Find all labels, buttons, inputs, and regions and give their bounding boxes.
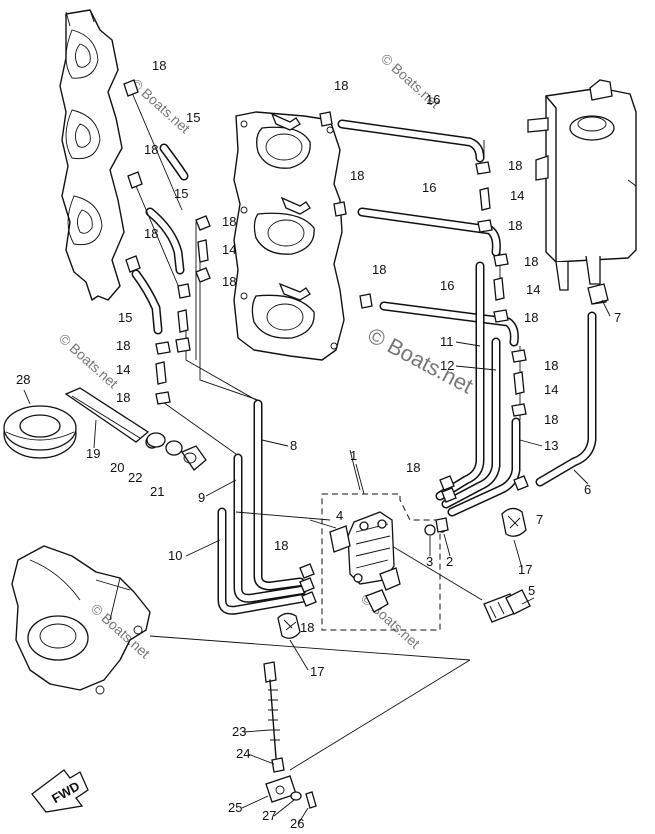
callout-13: 13 <box>544 438 558 453</box>
callout-17-a: 17 <box>310 664 324 679</box>
callout-21: 21 <box>150 484 164 499</box>
fwd-arrow-icon: FWD <box>31 769 89 813</box>
clamps-17 <box>277 507 527 639</box>
nut-24 <box>271 757 285 773</box>
cap-21 <box>181 445 207 471</box>
callout-23: 23 <box>232 724 246 739</box>
callout-18-d: 18 <box>334 78 348 93</box>
watermark-left: © Boats.net <box>56 330 121 391</box>
fuel-pump-assembly <box>347 511 401 613</box>
callout-14-b: 14 <box>116 362 130 377</box>
pin-26 <box>305 791 317 809</box>
callout-18-i: 18 <box>116 338 130 353</box>
callout-18-l: 18 <box>508 218 522 233</box>
callout-18-p: 18 <box>544 412 558 427</box>
callout-10: 10 <box>168 548 182 563</box>
callout-14-a: 14 <box>222 242 236 257</box>
callout-18-e: 18 <box>350 168 364 183</box>
watermark-center: © Boats.net <box>364 322 478 398</box>
callout-20: 20 <box>110 460 124 475</box>
fittings-2-3 <box>424 517 449 536</box>
callout-6: 6 <box>584 482 591 497</box>
gasket-4 <box>329 525 351 553</box>
callout-18-k: 18 <box>508 158 522 173</box>
callout-16-b: 16 <box>422 180 436 195</box>
callout-7-top: 7 <box>614 310 621 325</box>
callout-18-o: 18 <box>544 358 558 373</box>
callout-16-c: 16 <box>440 278 454 293</box>
hoses-8-9-10 <box>217 399 309 615</box>
callout-18-c: 18 <box>144 226 158 241</box>
hoses-16 <box>337 119 519 347</box>
callout-14-d: 14 <box>526 282 540 297</box>
pump-assembly-box <box>321 493 441 631</box>
callout-25: 25 <box>228 800 242 815</box>
clip-7-top <box>587 283 609 305</box>
callout-7-mid: 7 <box>536 512 543 527</box>
callout-18-a: 18 <box>152 58 166 73</box>
carburetor-flange-plate <box>233 111 345 361</box>
callout-8: 8 <box>290 438 297 453</box>
callout-22: 22 <box>128 470 142 485</box>
callout-4: 4 <box>336 508 343 523</box>
callout-18-n: 18 <box>524 310 538 325</box>
callout-17-b: 17 <box>518 562 532 577</box>
callout-11: 11 <box>440 334 454 349</box>
callout-18-m: 18 <box>524 254 538 269</box>
callout-1: 1 <box>350 448 357 463</box>
leader-lines <box>129 87 521 771</box>
rod-23 <box>263 661 280 759</box>
left-intake-manifold <box>59 9 125 301</box>
callout-19: 19 <box>86 446 100 461</box>
o-ring-22 <box>165 440 183 456</box>
joints-14 <box>155 187 525 395</box>
callout-12: 12 <box>440 358 454 373</box>
o-ring-20 <box>146 432 166 448</box>
washer-27 <box>290 791 302 801</box>
callout-18-r: 18 <box>274 538 288 553</box>
callout-leaders <box>23 299 611 825</box>
callout-18-g: 18 <box>222 214 236 229</box>
callout-14-e: 14 <box>544 382 558 397</box>
callout-labels: 1 2 3 4 5 6 7 7 8 9 10 11 12 13 14 14 14… <box>16 58 621 831</box>
callout-9: 9 <box>198 490 205 505</box>
shaft-19 <box>64 387 159 449</box>
callout-24: 24 <box>236 746 250 761</box>
callout-18-b: 18 <box>144 142 158 157</box>
callout-18-j: 18 <box>116 390 130 405</box>
callout-26: 26 <box>290 816 304 831</box>
callout-15-c: 15 <box>118 310 132 325</box>
callout-2: 2 <box>446 554 453 569</box>
callout-18-q: 18 <box>406 460 420 475</box>
callout-18-h: 18 <box>222 274 236 289</box>
callout-27: 27 <box>262 808 276 823</box>
filter-5 <box>483 589 531 623</box>
hose-6 <box>535 311 597 487</box>
oil-tank <box>527 79 637 291</box>
callout-18-s: 18 <box>300 620 314 635</box>
hoses-15 <box>131 143 189 335</box>
hoses-11-12-13 <box>435 261 521 517</box>
lower-manifold <box>11 545 151 695</box>
callout-18-f: 18 <box>372 262 386 277</box>
callout-16-a: 16 <box>426 92 440 107</box>
callout-5: 5 <box>528 583 535 598</box>
callout-14-c: 14 <box>510 188 524 203</box>
callout-15-b: 15 <box>174 186 188 201</box>
callout-3: 3 <box>426 554 433 569</box>
callout-15-a: 15 <box>186 110 200 125</box>
callout-28: 28 <box>16 372 30 387</box>
grommet-28 <box>3 405 77 459</box>
